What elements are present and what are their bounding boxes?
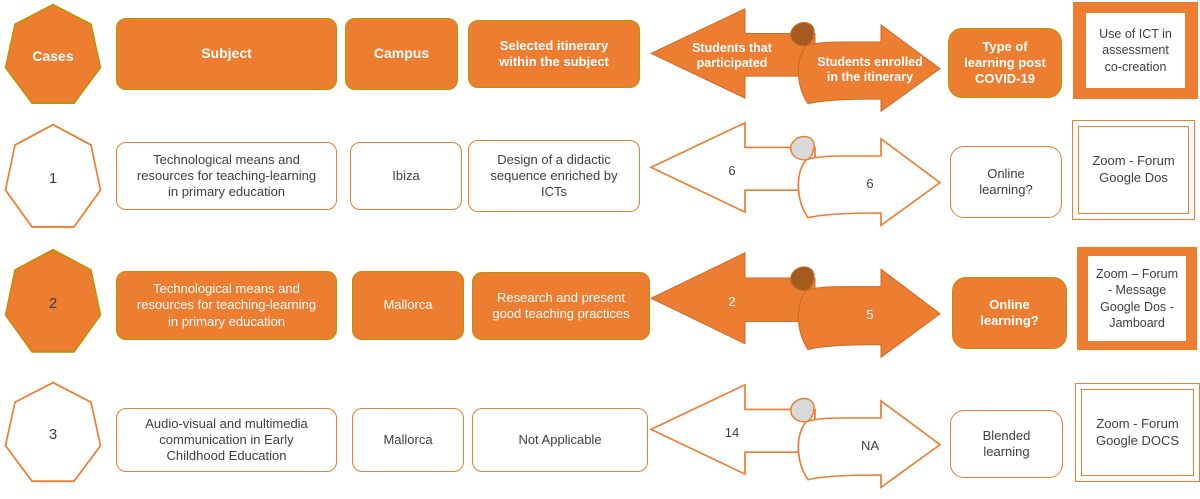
itinerary-cell: Design of a didactic sequence enriched b…	[468, 140, 640, 212]
right-arrow-icon	[797, 23, 941, 113]
fold-curl-icon	[790, 397, 815, 423]
case-number-heptagon: 2	[3, 248, 103, 358]
itinerary-header: Selected itinerary within the subject	[468, 20, 640, 88]
case-number-label: 2	[48, 294, 58, 312]
enrolled-header-label: Students enrolled in the itinerary	[817, 55, 923, 85]
type-cell: Online learning?	[952, 277, 1067, 349]
ict-tools-frame: Zoom - Forum Google DOCS	[1075, 383, 1200, 482]
participated-count: 14	[724, 424, 740, 440]
case-number-heptagon: 1	[3, 123, 103, 233]
participated-count: 6	[728, 162, 736, 178]
heptagon-shape	[4, 3, 102, 104]
type-cell: Online learning?	[950, 146, 1062, 218]
subject-cell: Technological means and resources for te…	[116, 271, 337, 340]
cases-header-label: Cases	[32, 48, 74, 64]
heptagon-shape	[4, 123, 102, 228]
case-number-label: 1	[48, 169, 58, 187]
students-arrows-header: Students that participated Students enro…	[645, 4, 945, 118]
heptagon-shape	[4, 248, 102, 353]
enrolled-count: NA	[860, 438, 880, 454]
enrolled-count: 6	[866, 176, 874, 192]
subject-cell: Audio-visual and multimedia communicatio…	[116, 408, 337, 472]
subject-cell: Technological means and resources for te…	[116, 142, 337, 210]
campus-header: Campus	[345, 18, 458, 90]
case-number-label: 3	[48, 425, 58, 443]
type-header: Type of learning post COVID-19	[948, 28, 1062, 98]
fold-curl-icon	[790, 135, 815, 161]
subject-header: Subject	[116, 18, 337, 90]
type-cell: Blended learning	[950, 410, 1063, 478]
right-arrow-icon	[797, 137, 942, 227]
itinerary-cell: Not Applicable	[472, 408, 648, 472]
enrolled-count: 5	[866, 307, 874, 323]
students-arrows-row: 14 NA	[645, 380, 945, 494]
cases-header-heptagon: Cases	[3, 3, 103, 109]
participated-count: 2	[728, 293, 736, 309]
campus-cell: Mallorca	[352, 408, 464, 472]
case-number-heptagon: 3	[3, 381, 103, 487]
ict-tools-frame: Zoom - Forum Google Dos	[1072, 120, 1195, 220]
fold-curl-icon	[790, 266, 815, 292]
heptagon-shape	[4, 381, 102, 483]
ict-header-frame: Use of ICT in assessment co-creation	[1073, 2, 1198, 99]
right-arrow-icon	[797, 268, 941, 359]
ict-header-label: Use of ICT in assessment co-creation	[1086, 13, 1185, 88]
ict-tools-label: Zoom - Forum Google Dos	[1078, 126, 1189, 214]
arrow-pair-shape	[649, 252, 941, 359]
arrow-pair-shape	[649, 383, 942, 489]
campus-cell: Mallorca	[352, 271, 464, 340]
itinerary-cell: Research and present good teaching pract…	[472, 272, 650, 340]
students-arrows-row: 2 5	[645, 248, 945, 364]
ict-tools-frame: Zoom – Forum - Message Google Dos - Jamb…	[1077, 247, 1197, 350]
ict-tools-label: Zoom – Forum - Message Google Dos - Jamb…	[1088, 256, 1186, 341]
campus-cell: Ibiza	[350, 142, 462, 210]
right-arrow-icon	[797, 399, 942, 489]
students-arrows-row: 6 6	[645, 118, 945, 232]
fold-curl-icon	[790, 22, 815, 47]
participated-header-label: Students that participated	[692, 41, 772, 71]
arrow-pair-shape	[649, 121, 942, 227]
ict-tools-label: Zoom - Forum Google DOCS	[1081, 389, 1194, 476]
arrow-pair-shape	[649, 7, 941, 113]
